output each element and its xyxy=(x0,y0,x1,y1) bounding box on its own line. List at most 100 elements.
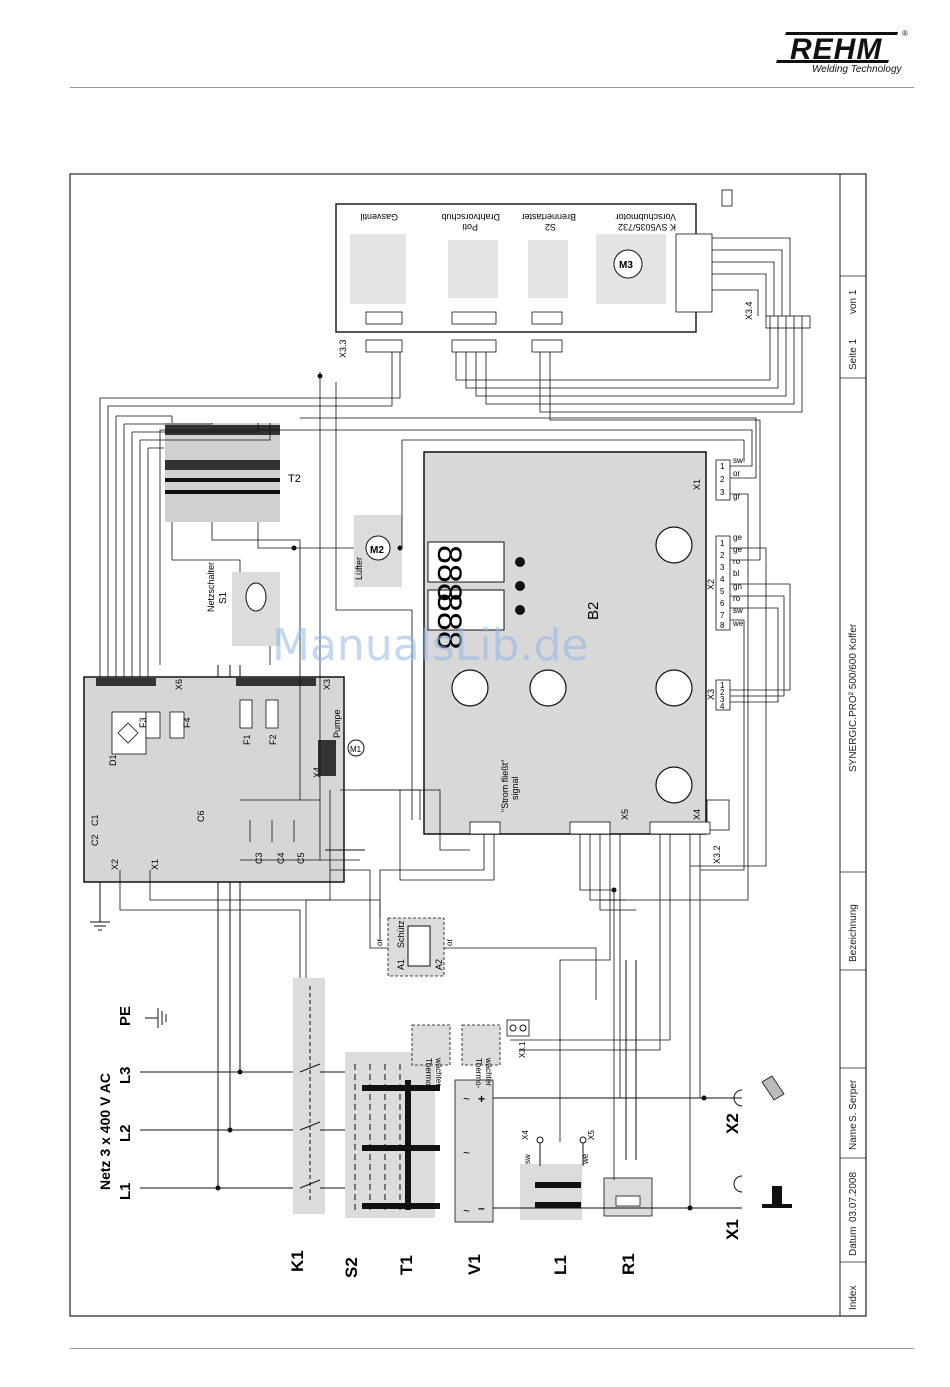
choke-we-label: we xyxy=(581,1153,590,1165)
watermark: ManualsLib.de xyxy=(272,620,588,671)
feed-motor-label: Vorschubmotor xyxy=(615,212,676,222)
logo-text: REHM xyxy=(790,33,882,66)
tb-seite: Seite 1 xyxy=(848,338,859,370)
thermo2-b: wächter xyxy=(484,1057,493,1086)
tb-name-label: Name xyxy=(848,1123,859,1150)
label-x4-left: X4 xyxy=(312,767,322,778)
x2-pin-8: 8 xyxy=(720,621,725,630)
thermo2-a: Thermo- xyxy=(474,1058,483,1089)
poti-label: Poti xyxy=(462,222,478,232)
v1-ac3: ~ xyxy=(463,1204,470,1218)
m1-motor-label: M1 xyxy=(350,745,362,754)
m2-motor-label: M2 xyxy=(370,545,384,556)
label-c6: C6 xyxy=(196,810,206,822)
phase-l3: L3 xyxy=(117,1066,134,1084)
supply-section: Netz 3 x 400 V AC L1 L2 L3 PE xyxy=(97,665,300,1200)
schuetz-label: Schütz xyxy=(396,920,406,948)
titleblock-grid xyxy=(840,275,866,1263)
x3-pin-1: 1 xyxy=(720,681,725,690)
b2-label: B2 xyxy=(585,602,602,620)
v1-ac1: ~ xyxy=(463,1092,470,1106)
x1-pin-1: 1 xyxy=(720,462,725,471)
x32-label: X3.2 xyxy=(712,845,722,864)
b2-x1-label: X1 xyxy=(692,479,702,490)
phase-l1: L1 xyxy=(117,1182,134,1200)
b2-block xyxy=(423,451,707,835)
a2-label: A2 xyxy=(434,959,444,970)
label-f3: F3 xyxy=(138,717,148,728)
x1-color-1: sw xyxy=(733,456,743,465)
t2-label: T2 xyxy=(288,473,301,485)
label-c1: C1 xyxy=(90,814,100,826)
a1-label: A1 xyxy=(396,959,406,970)
display-1: 888 xyxy=(430,545,468,602)
x2-color-1: ge xyxy=(733,533,742,542)
contactor-coil: Schütz A1 A2 xyxy=(387,917,445,977)
label-x2: X2 xyxy=(723,1113,742,1134)
hose-package-box: M3 Gasventil Drahtvorschub Poti Brennert… xyxy=(335,189,811,358)
label-s2: S2 xyxy=(342,1257,361,1278)
label-v1: V1 xyxy=(465,1254,484,1275)
feed-motor-type: K SV5035/732 xyxy=(618,222,676,232)
v1-ac2: ~ xyxy=(463,1146,470,1160)
label-c4: C4 xyxy=(276,852,286,864)
thermo1-b: wächter xyxy=(434,1057,443,1086)
x1-pin-2: 2 xyxy=(720,475,725,484)
tb-datum-value: 03.07.2008 xyxy=(848,1172,859,1222)
x2-pin-7: 7 xyxy=(720,611,725,620)
x34-label: X3.4 xyxy=(744,301,754,320)
x2-color-3: ro xyxy=(733,557,741,566)
x1-color-2: or xyxy=(733,469,740,478)
label-x3-left: X3 xyxy=(322,679,332,690)
x3-pin-4: 4 xyxy=(720,702,725,711)
schuetz-or-2: or xyxy=(445,939,454,946)
label-l1: L1 xyxy=(551,1255,570,1275)
tb-index: Index xyxy=(848,1286,859,1310)
t1-transformer-block xyxy=(345,1052,435,1218)
x2-color-8: we xyxy=(732,619,744,628)
phase-l2: L2 xyxy=(117,1124,134,1142)
b2-x4-label: X4 xyxy=(692,809,702,820)
label-x6: X6 xyxy=(174,679,184,690)
thermo-switch-2 xyxy=(461,1024,501,1066)
x2-color-6: ro xyxy=(733,594,741,603)
routing-wires xyxy=(99,237,803,1208)
choke-x4-label: X4 xyxy=(521,1130,530,1140)
registered-mark: ® xyxy=(902,29,908,38)
label-d1: D1 xyxy=(108,754,118,766)
x1-color-3: gr xyxy=(733,492,740,501)
label-c3: C3 xyxy=(254,852,264,864)
drawing-frame xyxy=(69,173,867,1317)
x2-pin-6: 6 xyxy=(720,599,725,608)
x1-pin-3: 3 xyxy=(720,488,725,497)
b2-x5-label: X5 xyxy=(620,809,630,820)
m3-motor-label: M3 xyxy=(619,260,633,271)
x3-pin-2: 2 xyxy=(720,688,725,697)
choke-sw-label: sw xyxy=(523,1154,532,1164)
torch-s2-label: S2 xyxy=(545,222,556,232)
tb-von: von 1 xyxy=(848,289,859,314)
label-f4: F4 xyxy=(182,717,192,728)
v1-minus: – xyxy=(478,1201,485,1215)
power-section: ~ ~ ~ + – K1 S2 T1 V1 L1 R1 X1 X2 xyxy=(288,960,792,1278)
tb-bezeichnung-label: Bezeichnung xyxy=(848,904,859,962)
s1-label: S1 xyxy=(218,591,229,604)
tb-name-value: S. Serper xyxy=(848,1079,859,1122)
label-f2: F2 xyxy=(268,734,278,745)
strom-label: "Strom fließt" xyxy=(500,760,510,812)
signal-label: signal xyxy=(510,776,520,800)
pe-label: PE xyxy=(117,1006,134,1026)
x2-color-5: gn xyxy=(733,582,742,591)
label-x2-left: X2 xyxy=(110,859,120,870)
header-rule xyxy=(70,87,914,88)
x33-label: X3.3 xyxy=(338,339,348,358)
v1-rectifier-block xyxy=(454,1079,494,1223)
k1-contactor-block xyxy=(293,978,325,1214)
schuetz-or-1: or xyxy=(375,939,384,946)
m2-name-label: Lüfter xyxy=(354,557,364,580)
x31-label: X3.1 xyxy=(518,1041,527,1058)
control-board: F3 F4 F1 F2 D1 C1 C2 C6 C3 C4 C5 X6 X3 X… xyxy=(83,676,365,931)
torch-switch-label: Brennertaster xyxy=(521,212,576,222)
mains-switch-s1: Netzschalter S1 xyxy=(206,562,280,646)
x2-pin-4: 4 xyxy=(720,575,725,584)
